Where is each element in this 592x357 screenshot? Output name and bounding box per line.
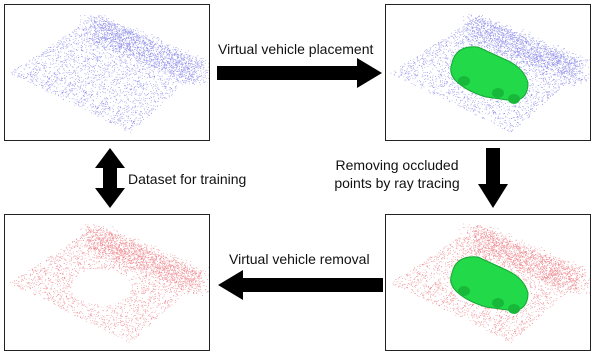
- placement-label: Virtual vehicle placement: [218, 41, 374, 57]
- arrow-down-icon: [478, 148, 508, 208]
- ray-tracing-label: Removing occluded points by ray tracing: [334, 157, 460, 191]
- point-cloud-with-vehicle-panel: [385, 4, 591, 141]
- arrow-right-icon: [217, 58, 382, 88]
- arrow-up-down-icon: [95, 148, 125, 208]
- point-cloud-points: [392, 223, 590, 343]
- point-cloud-original: [11, 15, 209, 133]
- point-cloud-training: [9, 224, 209, 343]
- virtual-vehicle: [450, 46, 529, 104]
- point-cloud-occluded-removed-panel: [385, 214, 591, 351]
- point-cloud-points: [9, 224, 209, 343]
- arrow-left-icon: [218, 270, 383, 300]
- point-cloud-occluded-removed: [392, 223, 590, 343]
- point-cloud-points: [11, 15, 209, 133]
- point-cloud-with-vehicle: [390, 13, 590, 133]
- removal-label: Virtual vehicle removal: [229, 251, 370, 267]
- virtual-vehicle: [450, 256, 529, 314]
- point-cloud-training-panel: [4, 214, 210, 351]
- dataset-label: Dataset for training: [128, 171, 247, 187]
- point-cloud-original-panel: [4, 4, 210, 141]
